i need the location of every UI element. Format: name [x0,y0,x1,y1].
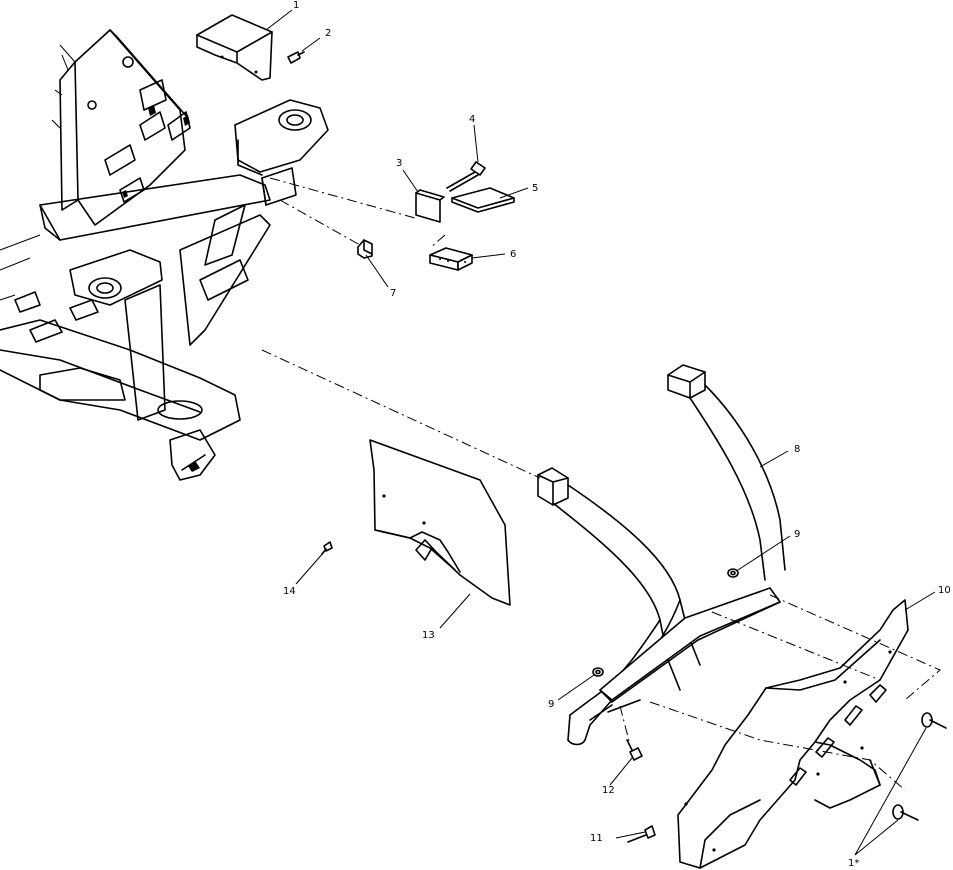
part-washer-lower [592,667,604,677]
callout-4: 4 [469,114,475,125]
part-cover-plate [196,14,273,81]
part-bolt [446,161,486,192]
callout-8: 8 [794,444,800,455]
vehicle-frame [0,29,329,481]
part-bolt-right-lower [892,804,919,821]
callout-6: 6 [510,249,516,260]
callout-labels: 1 2 3 4 5 6 7 8 9 9 10 11 12 13 14 1* [283,0,951,869]
leader-lines [265,9,936,856]
callout-9-lower: 9 [548,699,554,710]
callout-2: 2 [325,28,331,39]
part-clip-nut [357,239,373,259]
callout-10: 10 [938,585,951,596]
part-bolt-lower [627,825,656,843]
callout-1-asterisk: 1* [848,858,859,869]
assembly-lines [261,177,941,791]
callout-13: 13 [422,630,435,641]
part-bracket-plate [415,189,445,223]
part-front-bumper [537,364,786,746]
callout-5: 5 [532,183,538,194]
part-shim [451,187,515,213]
part-bolt-right-upper [921,712,947,729]
part-screw [287,51,305,64]
callout-1: 1 [293,0,299,11]
callout-7: 7 [390,288,396,299]
part-washer-upper [727,568,739,578]
part-skid-plate [677,599,909,869]
callout-12: 12 [602,785,615,796]
callout-11: 11 [590,833,603,844]
callout-3: 3 [396,158,402,169]
callout-14: 14 [283,586,296,597]
part-bolt-mid [626,739,643,761]
part-block [429,247,473,271]
callout-9-upper: 9 [794,529,800,540]
part-shield-panel [369,439,511,606]
